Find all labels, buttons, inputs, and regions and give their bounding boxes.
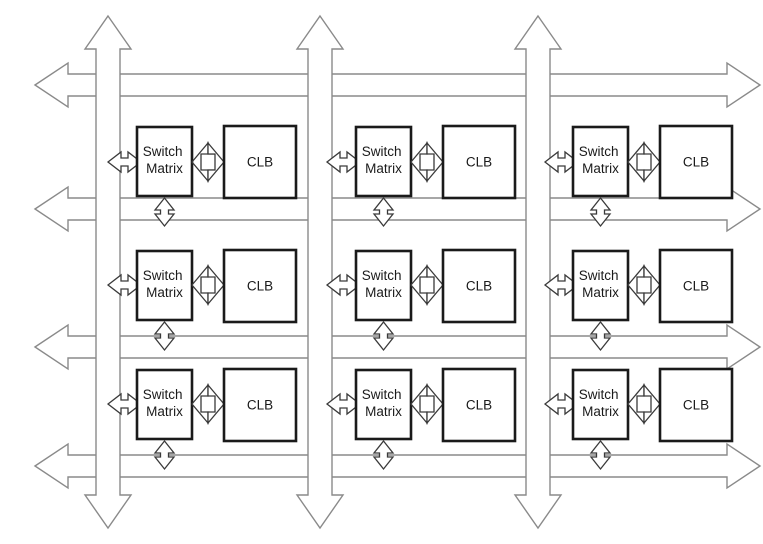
- tile-r3-c3: Switch Matrix CLB: [543, 367, 734, 471]
- sm-clb-arrow-right-r3c2: [426, 383, 444, 425]
- clb-label-r1c1: CLB: [247, 155, 273, 170]
- sm-line-1: Switch: [362, 387, 402, 402]
- sm-line-2: Matrix: [365, 404, 402, 419]
- sm-line-1: Switch: [362, 144, 402, 159]
- switch-matrix-label-r2c1: Switch Matrix: [143, 268, 187, 300]
- switch-matrix-box-r2c1[interactable]: [135, 249, 194, 322]
- clb-box-r2c3[interactable]: [658, 248, 734, 324]
- sm-clb-arrow-r1c3: [627, 141, 645, 183]
- sm-clb-arrow-r3c3: [627, 383, 645, 425]
- clb-label-r1c3: CLB: [683, 155, 709, 170]
- sm-clb-arrow-right-r3c3: [643, 383, 661, 425]
- sm-clb-arrow-r3c1: [191, 383, 209, 425]
- clb-box-r1c1[interactable]: [222, 124, 298, 200]
- sm-clb-arrow-r3c2: [410, 383, 428, 425]
- sm-line-2: Matrix: [582, 404, 619, 419]
- tile-r2-c2: Switch Matrix CLB: [325, 248, 517, 352]
- sm-line-2: Matrix: [582, 285, 619, 300]
- horizontal-bus-group: [33, 61, 762, 490]
- sm-bottom-arrow-r1c1: [153, 196, 176, 228]
- sm-clb-arrow-right-r3c1: [207, 383, 225, 425]
- sm-line-2: Matrix: [365, 161, 402, 176]
- switch-matrix-box-r2c3[interactable]: [571, 249, 630, 322]
- sm-line-1: Switch: [143, 268, 183, 283]
- sm-line-2: Matrix: [146, 404, 183, 419]
- clb-box-r3c3[interactable]: [658, 367, 734, 443]
- clb-label-r3c3: CLB: [683, 398, 709, 413]
- sm-clb-arrow-r2c2: [410, 264, 428, 306]
- clb-box-r3c1[interactable]: [222, 367, 298, 443]
- clb-box-r3c2[interactable]: [441, 367, 517, 443]
- switch-matrix-label-r2c2: Switch Matrix: [362, 268, 406, 300]
- sm-clb-arrow-right-r1c1: [207, 141, 225, 183]
- horizontal-bus-1: [33, 61, 762, 109]
- tile-row-1: Switch Matrix CLB Switch Matrix CLB: [106, 124, 734, 228]
- switch-matrix-box-r2c2[interactable]: [354, 249, 413, 322]
- sm-clb-arrow-right-r1c3: [643, 141, 661, 183]
- switch-matrix-label-r3c1: Switch Matrix: [143, 387, 187, 419]
- switch-matrix-label-r1c3: Switch Matrix: [579, 144, 623, 176]
- clb-label-r2c2: CLB: [466, 279, 492, 294]
- sm-line-1: Switch: [579, 268, 619, 283]
- sm-line-1: Switch: [579, 387, 619, 402]
- switch-matrix-box-r1c2[interactable]: [354, 125, 413, 198]
- sm-clb-arrow-right-r2c1: [207, 264, 225, 306]
- sm-line-1: Switch: [143, 144, 183, 159]
- clb-label-r3c1: CLB: [247, 398, 273, 413]
- sm-clb-arrow-r2c1: [191, 264, 209, 306]
- tile-row-2: Switch Matrix CLB Switch Matrix CLB: [106, 248, 734, 352]
- clb-box-r1c2[interactable]: [441, 124, 517, 200]
- switch-matrix-box-r3c3[interactable]: [571, 368, 630, 441]
- clb-label-r1c2: CLB: [466, 155, 492, 170]
- sm-line-1: Switch: [143, 387, 183, 402]
- sm-clb-arrow-right-r2c3: [643, 264, 661, 306]
- sm-bottom-arrow-r1c3: [589, 196, 612, 228]
- clb-box-r2c1[interactable]: [222, 248, 298, 324]
- clb-label-r2c1: CLB: [247, 279, 273, 294]
- tile-r2-c3: Switch Matrix CLB: [543, 248, 734, 352]
- sm-clb-arrow-right-r1c2: [426, 141, 444, 183]
- sm-line-2: Matrix: [582, 161, 619, 176]
- tile-r3-c1: Switch Matrix CLB: [106, 367, 298, 471]
- clb-box-r2c2[interactable]: [441, 248, 517, 324]
- sm-line-1: Switch: [362, 268, 402, 283]
- sm-bottom-arrow-r2c3: [589, 320, 612, 352]
- sm-bottom-arrow-r3c2: [372, 439, 395, 471]
- sm-line-2: Matrix: [146, 161, 183, 176]
- sm-bottom-arrow-r3c3: [589, 439, 612, 471]
- sm-line-2: Matrix: [365, 285, 402, 300]
- clb-label-r3c2: CLB: [466, 398, 492, 413]
- sm-clb-arrow-r1c2: [410, 141, 428, 183]
- sm-line-1: Switch: [579, 144, 619, 159]
- clb-box-r1c3[interactable]: [658, 124, 734, 200]
- clb-label-r2c3: CLB: [683, 279, 709, 294]
- switch-matrix-label-r3c3: Switch Matrix: [579, 387, 623, 419]
- sm-bottom-arrow-r2c2: [372, 320, 395, 352]
- switch-matrix-label-r1c2: Switch Matrix: [362, 144, 406, 176]
- horizontal-bus-2: [33, 185, 762, 233]
- sm-bottom-arrow-r3c1: [153, 439, 176, 471]
- tile-r1-c1: Switch Matrix CLB: [106, 124, 298, 228]
- horizontal-bus-4: [33, 442, 762, 490]
- switch-matrix-label-r3c2: Switch Matrix: [362, 387, 406, 419]
- tile-r1-c3: Switch Matrix CLB: [543, 124, 734, 228]
- tile-r3-c2: Switch Matrix CLB: [325, 367, 517, 471]
- sm-clb-arrow-right-r2c2: [426, 264, 444, 306]
- horizontal-bus-3: [33, 323, 762, 371]
- tile-r1-c2: Switch Matrix CLB: [325, 124, 517, 228]
- sm-clb-arrow-r2c3: [627, 264, 645, 306]
- switch-matrix-box-r3c2[interactable]: [354, 368, 413, 441]
- switch-matrix-label-r2c3: Switch Matrix: [579, 268, 623, 300]
- sm-bottom-arrow-r1c2: [372, 196, 395, 228]
- switch-matrix-label-r1c1: Switch Matrix: [143, 144, 187, 176]
- sm-bottom-arrow-r2c1: [153, 320, 176, 352]
- sm-line-2: Matrix: [146, 285, 183, 300]
- tile-row-3: Switch Matrix CLB Switch Matrix CLB: [106, 367, 734, 471]
- tile-r2-c1: Switch Matrix CLB: [106, 248, 298, 352]
